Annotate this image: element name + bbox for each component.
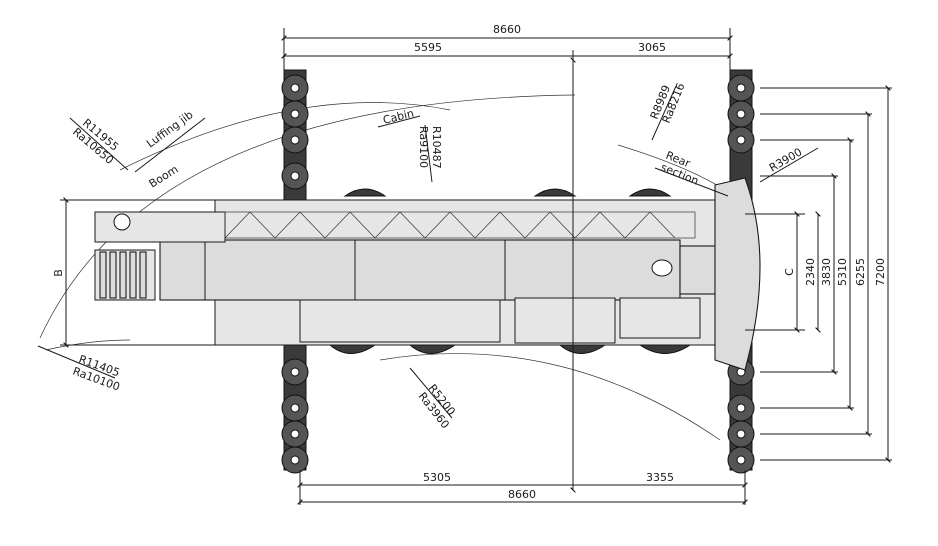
bottom-dimensions: 5305 3355 8660	[297, 470, 748, 505]
arc-carrier	[379, 353, 721, 441]
dim-top-left: 5595	[414, 41, 442, 54]
lattice-jib	[224, 211, 696, 239]
luffing-jib-head	[94, 211, 226, 243]
leader-luffing-jib-radius	[69, 117, 129, 171]
leader-rear-section	[654, 167, 729, 197]
leader-luffing-jib	[134, 117, 206, 173]
counterweight	[714, 177, 761, 371]
swing-radius-arcs	[39, 94, 756, 441]
dim-top-right: 3065	[638, 41, 666, 54]
dim-top-total: 8660	[493, 23, 521, 36]
arc-outer-front	[39, 94, 576, 339]
dim-bottom-total: 8660	[508, 488, 536, 501]
label-cabin-r: R10487	[430, 126, 443, 169]
hook-sheaves	[99, 251, 147, 299]
dim-bottom-left: 5305	[423, 471, 451, 484]
leader-counterweight	[759, 147, 819, 183]
dim-right-5310: 5310	[836, 258, 849, 286]
label-counterweight-r: R3900	[767, 146, 804, 175]
leader-front-lower	[37, 345, 116, 379]
label-cabin-ra: Ra9100	[417, 126, 430, 168]
label-cabin: Cabin	[382, 107, 416, 127]
left-dimension-b: B	[52, 197, 215, 348]
wheel-set-front-top	[281, 74, 309, 190]
wheel-set-rear-top	[727, 74, 755, 154]
dim-right-2340: 2340	[804, 258, 817, 286]
dim-right-c-label: C	[783, 268, 796, 276]
winch	[651, 259, 673, 277]
leader-cabin	[377, 115, 421, 128]
leader-cabin-radius	[424, 124, 433, 183]
dim-bottom-right: 3355	[646, 471, 674, 484]
dim-right-3830: 3830	[820, 258, 833, 286]
superstructure-lower	[299, 299, 501, 343]
leader-carrier	[409, 367, 453, 419]
wheel-set-front-bottom	[281, 358, 309, 474]
top-dimensions: 8660 5595 3065	[281, 23, 733, 70]
arc-front-lower	[45, 339, 131, 351]
dim-right-7200: 7200	[874, 258, 887, 286]
operator-platform	[619, 297, 701, 339]
dim-left-b-label: B	[52, 269, 65, 277]
crane-body	[94, 177, 761, 371]
dim-right-6255: 6255	[854, 258, 867, 286]
telescopic-boom	[159, 239, 681, 301]
engine-deck	[514, 297, 616, 344]
jib-sheave	[113, 213, 131, 231]
right-dimensions: C 2340 3830 5310 6255 7200	[745, 85, 892, 463]
leader-rear-section-radius	[651, 85, 677, 141]
wheel-set-rear-bottom	[727, 358, 755, 474]
label-luffing-jib: Luffing jib	[144, 108, 195, 150]
